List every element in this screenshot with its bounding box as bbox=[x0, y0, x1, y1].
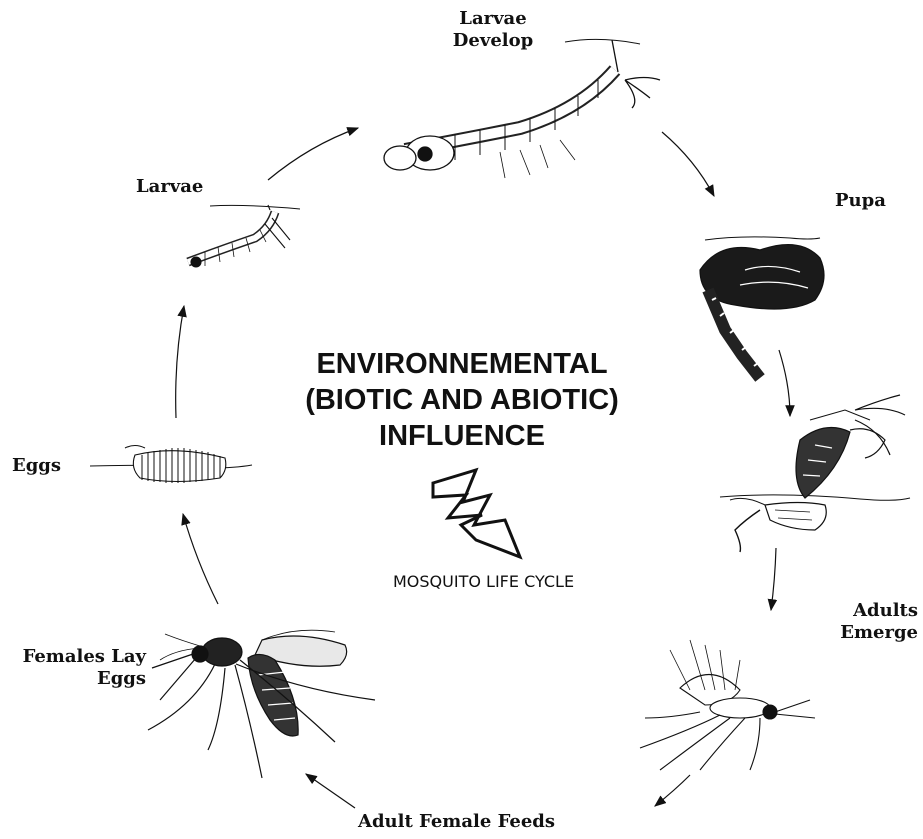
label-females-lay-eggs-line1: Females Lay bbox=[12, 646, 146, 668]
label-adult-female-feeds: Adult Female Feeds bbox=[358, 811, 555, 833]
arrow-feeds-to-females bbox=[306, 774, 355, 808]
label-females-lay-eggs: Females Lay Eggs bbox=[12, 646, 146, 690]
lightning-bolt-icon bbox=[433, 470, 520, 557]
arrow-eggs-to-larvae bbox=[176, 306, 184, 418]
label-females-lay-eggs-line2: Eggs bbox=[12, 668, 146, 690]
label-larvae-develop-line2: Develop bbox=[448, 30, 538, 52]
arrow-females-to-eggs bbox=[183, 514, 218, 604]
center-heading-line3: INFLUENCE bbox=[252, 418, 672, 454]
label-larvae-develop: Larvae Develop bbox=[448, 8, 538, 52]
label-larvae-develop-line1: Larvae bbox=[448, 8, 538, 30]
arrow-emerge-to-adult bbox=[771, 548, 776, 610]
mosquito-adult-emerged-icon bbox=[640, 640, 815, 770]
center-heading-line1: ENVIRONNEMENTAL bbox=[252, 346, 672, 382]
mosquito-female-icon bbox=[148, 630, 375, 778]
label-adults-emerge-line2: Emerge bbox=[838, 622, 918, 644]
label-eggs: Eggs bbox=[12, 455, 61, 477]
mosquito-small-larva-icon bbox=[188, 205, 300, 267]
mosquito-eggs-icon bbox=[90, 446, 252, 484]
label-adults-emerge: Adults Emerge bbox=[838, 600, 918, 644]
center-heading-line2: (BIOTIC AND ABIOTIC) bbox=[252, 382, 672, 418]
mosquito-adult-icon bbox=[720, 395, 910, 552]
arrow-pupa-to-emerge bbox=[779, 350, 790, 416]
mosquito-larva-icon bbox=[384, 39, 660, 178]
diagram-subtitle: MOSQUITO LIFE CYCLE bbox=[393, 572, 574, 591]
label-larvae: Larvae bbox=[136, 176, 203, 198]
arrow-develop-to-pupa bbox=[662, 132, 714, 196]
mosquito-pupa-icon bbox=[700, 237, 824, 378]
label-adults-emerge-line1: Adults bbox=[838, 600, 918, 622]
center-heading: ENVIRONNEMENTAL (BIOTIC AND ABIOTIC) INF… bbox=[252, 346, 672, 454]
label-pupa: Pupa bbox=[835, 190, 886, 212]
arrow-larvae-to-develop bbox=[268, 128, 358, 180]
arrow-adult-to-feeds bbox=[655, 775, 690, 806]
